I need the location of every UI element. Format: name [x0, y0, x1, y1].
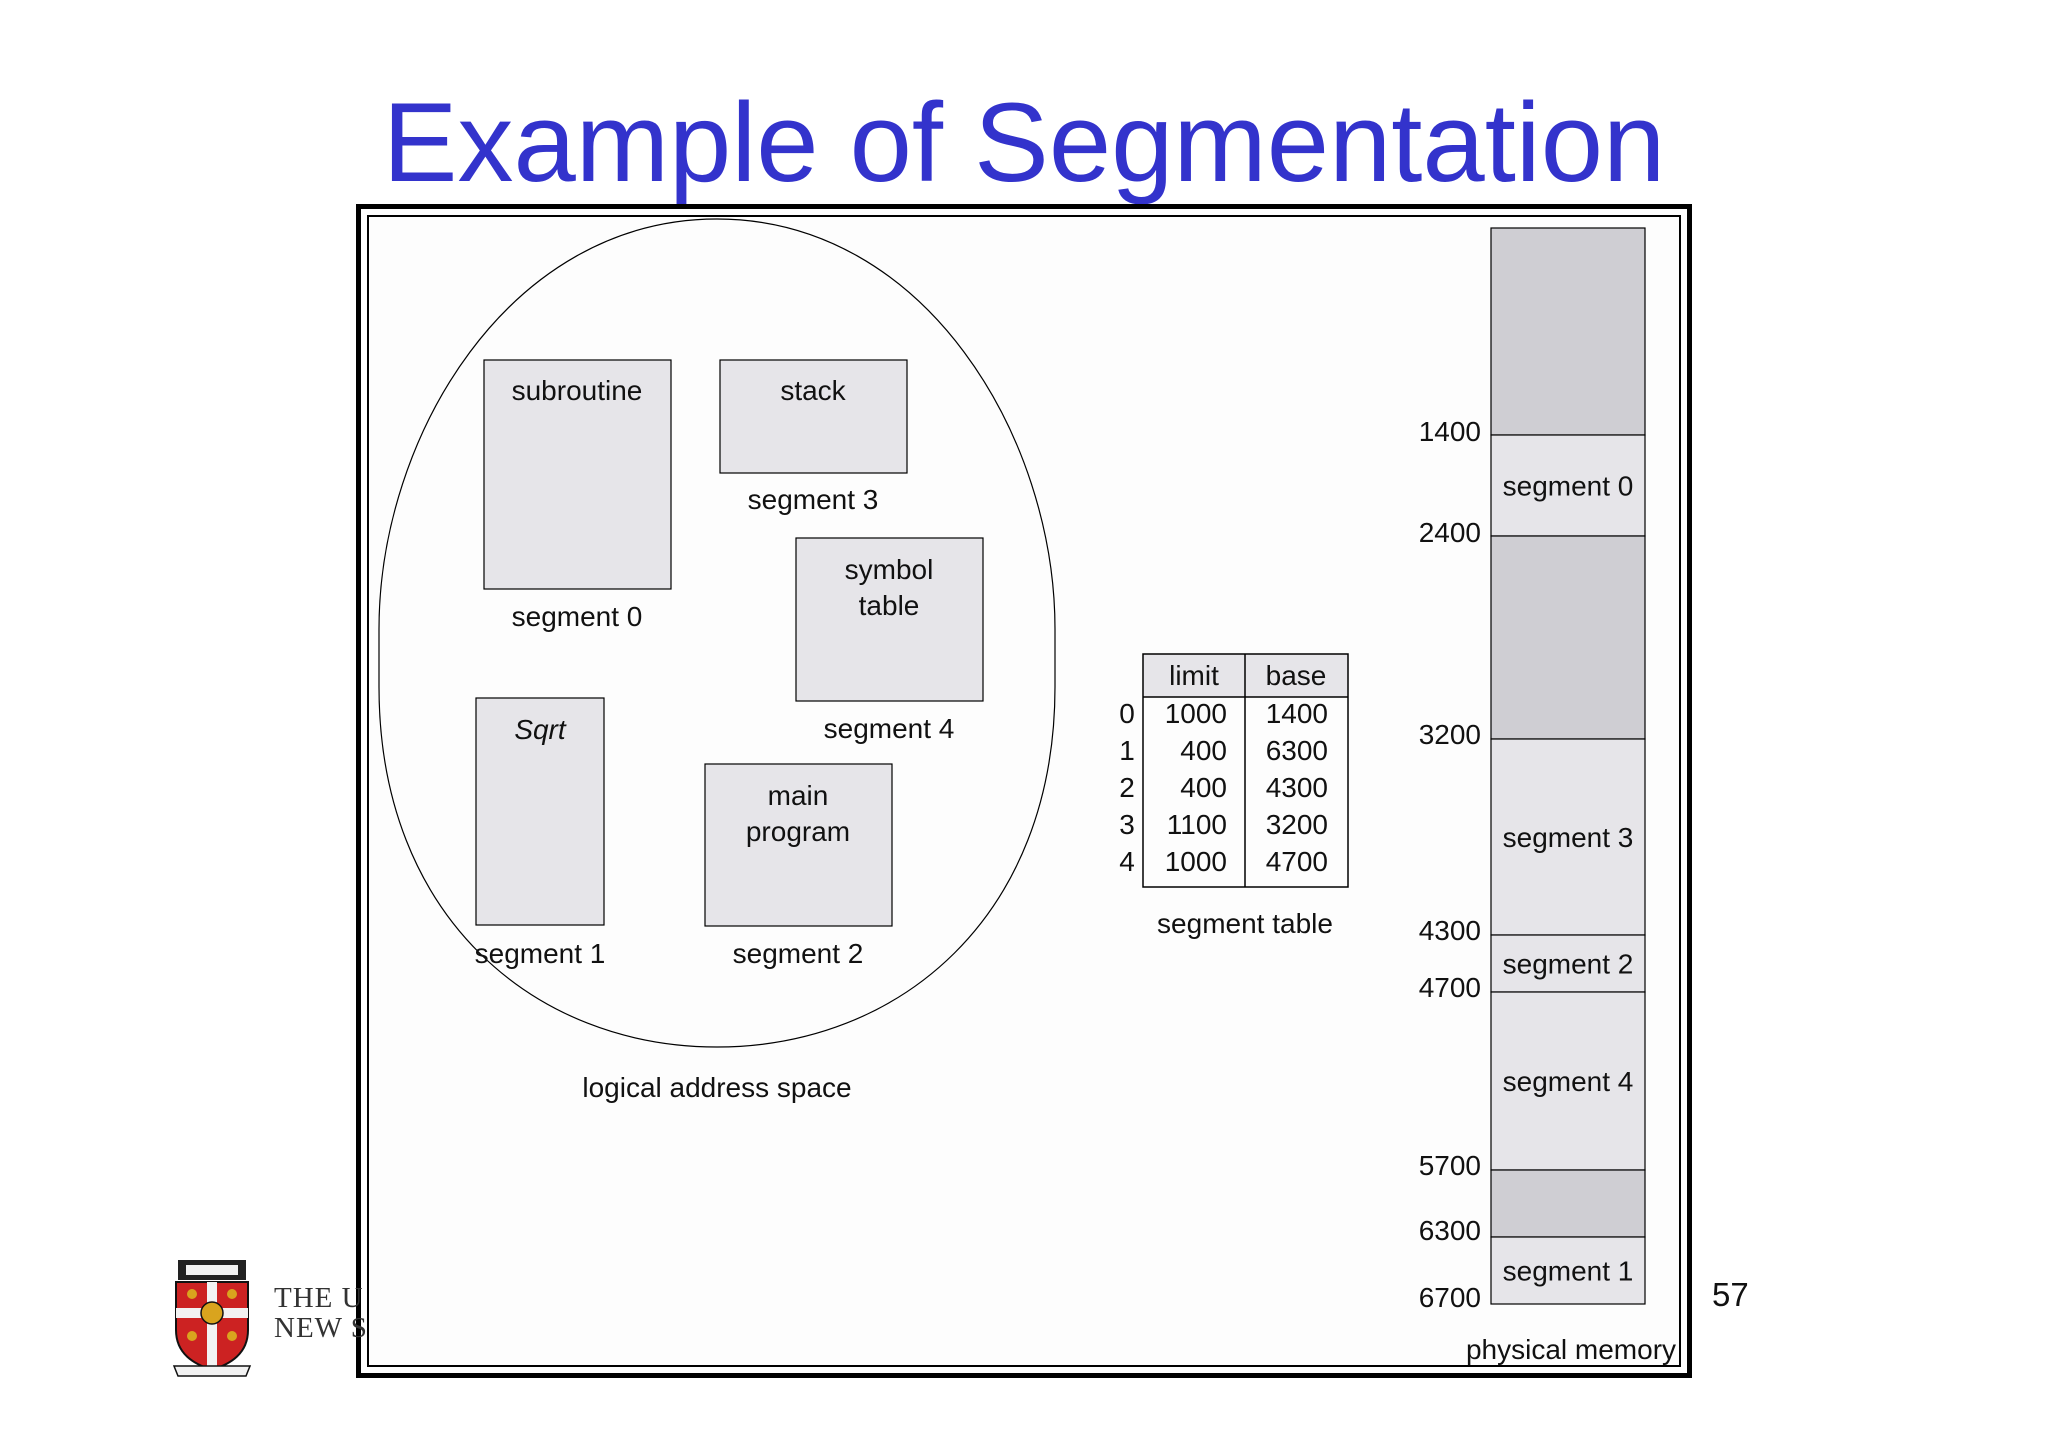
physical-memory-blocks: segment 0 segment 3 segment 2 segment 4 segm…	[1490, 227, 1646, 1305]
memory-block-segment-1	[1490, 1236, 1646, 1305]
memory-address-4700: 4700	[1419, 972, 1481, 1003]
logical-segment-0-box	[483, 359, 672, 590]
segment-table-index-4: 4	[1119, 846, 1135, 877]
logical-segment-0-caption: segment 0	[512, 601, 643, 632]
segment-table-base-4: 4700	[1266, 846, 1328, 877]
physical-memory: segment 0 segment 3 segment 2 segment 4 segm…	[1419, 227, 1676, 1365]
segment-table-caption: segment table	[1157, 908, 1333, 939]
page-number: 57	[1712, 1276, 1749, 1313]
memory-block-segment-3	[1490, 738, 1646, 936]
logical-segment-1-caption: segment 1	[475, 938, 606, 969]
memory-block-segment-0	[1490, 434, 1646, 537]
diagram-frame: subroutine segment 0 stack segment 3 sym…	[356, 204, 1692, 1378]
logical-segment-3-box	[719, 359, 908, 474]
memory-block-segment-2	[1490, 934, 1646, 993]
university-name: THE U NEW S	[274, 1283, 368, 1343]
memory-label-segment-4: segment 4	[1503, 1066, 1634, 1097]
segment-table-limit-1: 400	[1180, 735, 1227, 766]
segment-table-base-0: 1400	[1266, 698, 1328, 729]
physical-memory-caption: physical memory	[1466, 1334, 1676, 1365]
memory-block-free-6	[1490, 1169, 1646, 1238]
memory-address-6300: 6300	[1419, 1215, 1481, 1246]
logical-segment-2-caption: segment 2	[733, 938, 864, 969]
memory-label-segment-3: segment 3	[1503, 822, 1634, 853]
logical-segment-2-box-text-line1: main	[768, 780, 829, 811]
segment-table-base-2: 4300	[1266, 772, 1328, 803]
logical-address-space: subroutine segment 0 stack segment 3 sym…	[378, 218, 1056, 1103]
diagram-frame-inner: subroutine segment 0 stack segment 3 sym…	[367, 215, 1681, 1367]
memory-block-free-0	[1490, 227, 1646, 436]
slide-title: Example of Segmentation	[382, 80, 1666, 205]
physical-memory-addresses: 1400 2400 3200 4300 4700 5700 6300 6700	[1419, 416, 1481, 1313]
segment-table-index-0: 0	[1119, 698, 1135, 729]
memory-label-segment-0: segment 0	[1503, 471, 1634, 502]
segment-table-index-3: 3	[1119, 809, 1135, 840]
university-name-line1: THE U	[274, 1282, 364, 1314]
memory-address-1400: 1400	[1419, 416, 1481, 447]
logical-segment-0-box-text: subroutine	[512, 375, 643, 406]
memory-block-segment-4	[1490, 991, 1646, 1171]
logical-segment-3-caption: segment 3	[748, 484, 879, 515]
segment-table-index-2: 2	[1119, 772, 1135, 803]
logical-segment-4-box	[795, 537, 984, 702]
logical-segment-2-box-text-line2: program	[746, 816, 850, 847]
memory-address-5700: 5700	[1419, 1150, 1481, 1181]
memory-address-2400: 2400	[1419, 517, 1481, 548]
segment-table-base-3: 3200	[1266, 809, 1328, 840]
segmentation-diagram: subroutine segment 0 stack segment 3 sym…	[378, 218, 1676, 1365]
segment-table-limit-2: 400	[1180, 772, 1227, 803]
university-crest-logo	[172, 1260, 252, 1377]
logical-segment-2-box	[704, 763, 893, 927]
logical-segment-3-box-text: stack	[780, 375, 846, 406]
memory-label-segment-1: segment 1	[1503, 1256, 1634, 1287]
segment-table-limit-4: 1000	[1165, 846, 1227, 877]
segment-table-header-limit: limit	[1169, 660, 1219, 691]
segment-table-header-base: base	[1266, 660, 1327, 691]
segment-table-limit-0: 1000	[1165, 698, 1227, 729]
memory-address-4300: 4300	[1419, 915, 1481, 946]
segment-table-limit-3: 1100	[1167, 809, 1227, 840]
memory-block-free-2	[1490, 535, 1646, 740]
logical-space-caption: logical address space	[582, 1072, 851, 1103]
logical-segment-1-box-text: Sqrt	[514, 714, 567, 745]
university-name-line2: NEW S	[274, 1312, 368, 1344]
segment-table-index-1: 1	[1119, 735, 1135, 766]
logical-segment-1-box	[475, 697, 605, 926]
memory-address-6700: 6700	[1419, 1282, 1481, 1313]
logical-segment-4-box-text-line2: table	[859, 590, 920, 621]
memory-label-segment-2: segment 2	[1503, 949, 1634, 980]
memory-address-3200: 3200	[1419, 719, 1481, 750]
segment-table-base-1: 6300	[1266, 735, 1328, 766]
logical-segment-4-caption: segment 4	[824, 713, 955, 744]
logical-segment-4-box-text-line1: symbol	[845, 554, 934, 585]
